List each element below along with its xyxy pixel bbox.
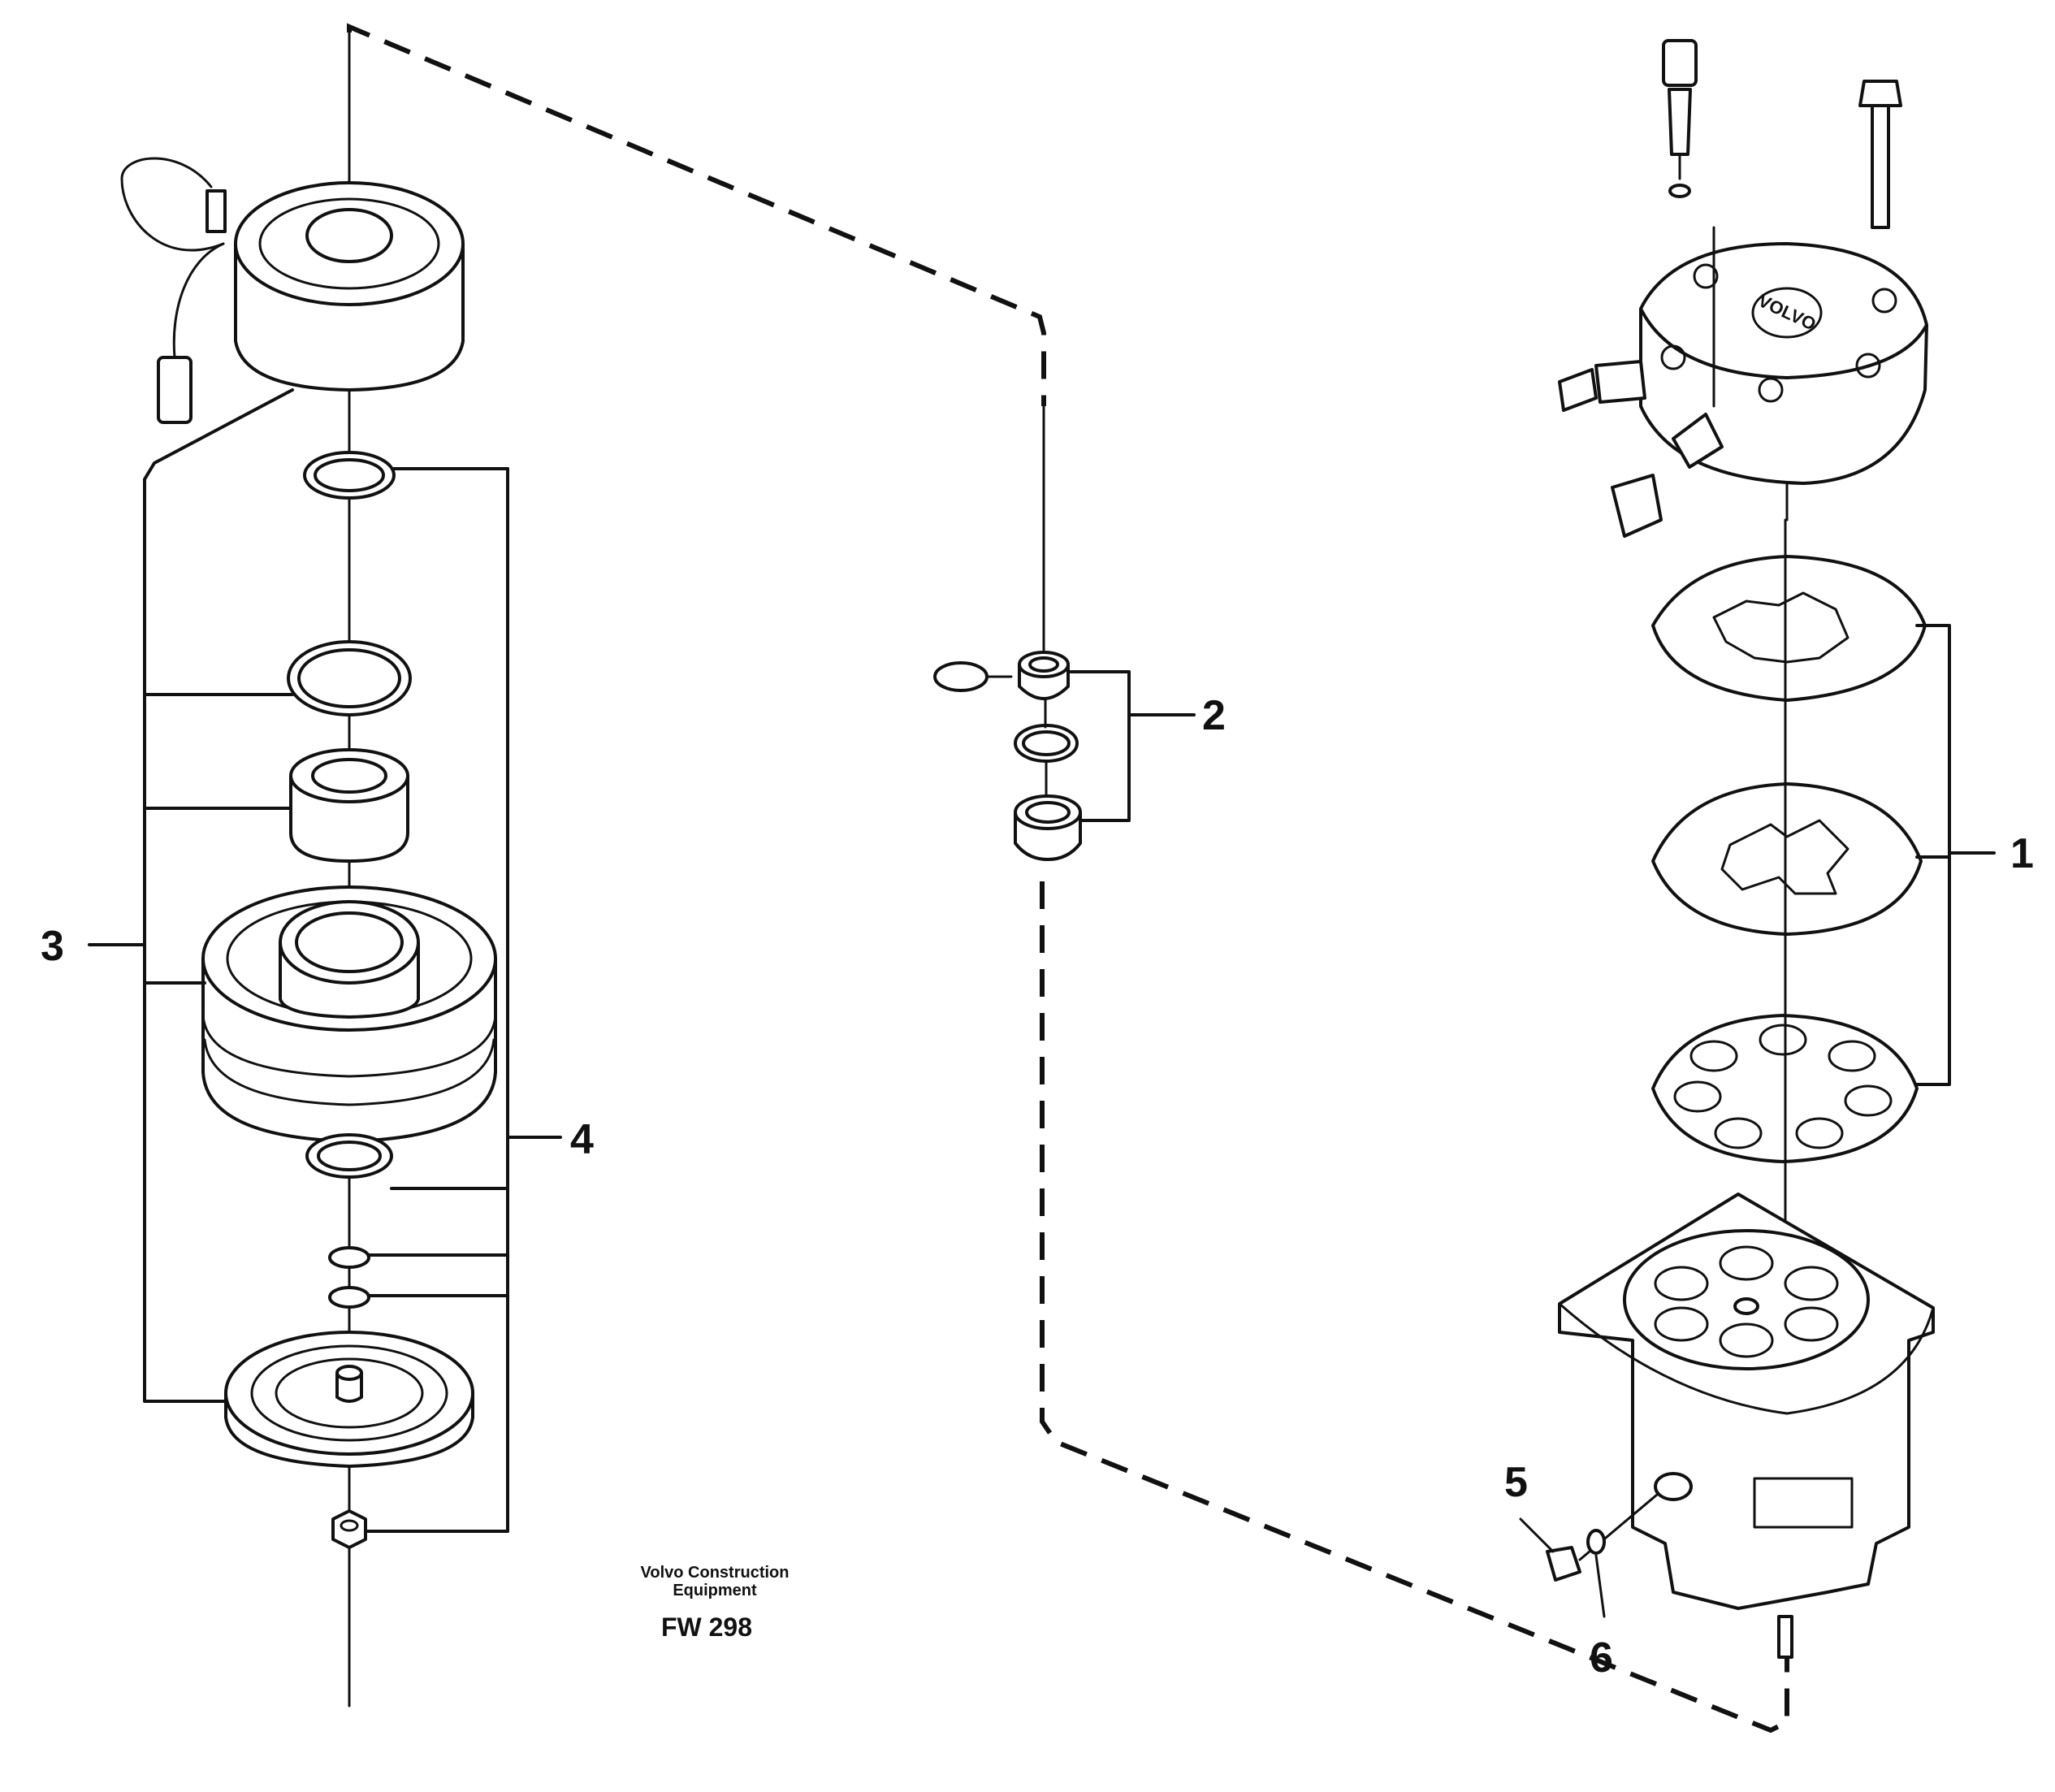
cylinder-head: VOLVO [1558,242,1928,538]
bracket-1 [1915,624,1996,1086]
bracket-4 [366,467,562,1533]
bearing [289,748,409,863]
magnetic-coil [120,157,465,424]
service-valve [1662,39,1698,198]
callout-1: 1 [2010,830,2034,877]
pulley [201,885,497,1143]
dashed-assembly-outline [347,23,1789,1734]
valve-plate [1651,782,1923,936]
callout-2: 2 [1202,692,1226,739]
shims [328,1246,370,1309]
callout-5: 5 [1504,1459,1528,1506]
circlip-upper [303,451,396,500]
head-gasket [1651,555,1927,702]
bracket-3 [88,388,294,1403]
compressor: VOLVO [1519,39,1996,1659]
compressor-body [1558,1193,1935,1659]
callout-3: 3 [41,923,64,970]
nut [331,1509,367,1549]
callout-6: 6 [1590,1634,1613,1682]
clutch-plate [224,1331,474,1468]
drain-plug [1546,1493,1659,1582]
figure-code: FW 298 [661,1612,752,1642]
callout-4: 4 [570,1116,594,1163]
shaft-seal-kit [933,405,1196,861]
retaining-ring [287,640,412,716]
caption-line2: Equipment [673,1582,757,1599]
head-bolt [1858,80,1902,229]
circlip-lower [305,1133,393,1179]
clutch-assembly [88,31,562,1708]
caption-line1: Volvo Construction [641,1564,790,1582]
